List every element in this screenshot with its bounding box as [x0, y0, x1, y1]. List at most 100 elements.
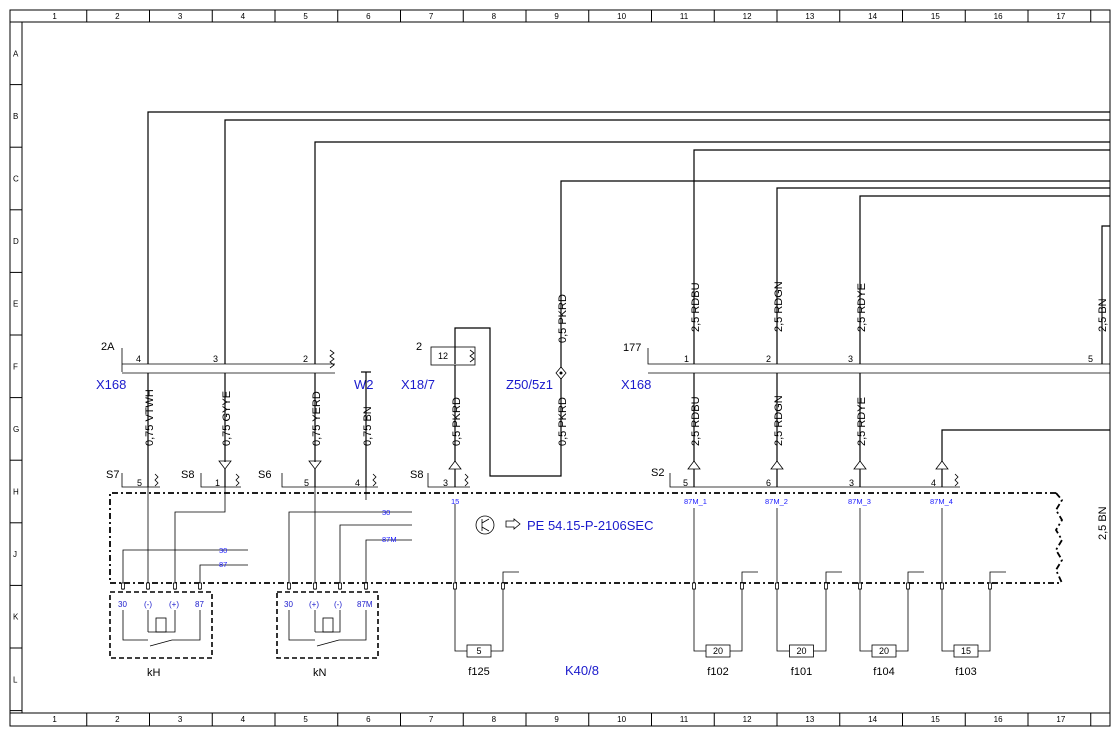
wire-label-rdbu-e: 2,5 RDBU	[690, 282, 702, 332]
kn-switch-icon	[316, 639, 340, 647]
connector-x168-left: 2A 4 3 2 X168	[96, 341, 335, 392]
diagram-frame	[9, 9, 1111, 727]
column-label-top: 9	[554, 12, 559, 21]
kn-pin-plus: (+)	[309, 600, 319, 609]
column-label-top: 7	[429, 12, 434, 21]
relay-kn: 30 (+) (-) 87M kN	[276, 591, 379, 679]
row-label: K	[13, 613, 19, 622]
wire-label-rdye-e: 2,5 RDYE	[856, 283, 868, 332]
kh-pin-87: 87	[195, 600, 204, 609]
column-label-bottom: 4	[241, 715, 246, 724]
kh-switch-icon	[149, 639, 173, 647]
wire-label-bn-e: 2,5 BN	[1097, 298, 1109, 332]
module-code: K40/8	[565, 663, 599, 678]
module-k40-8: 30 87 30 87M PE 54.15-P-2106SEC K40/8	[109, 487, 1064, 678]
column-label-top: 13	[805, 12, 814, 21]
connector-x18-7: 2 12 X18/7	[401, 327, 562, 477]
column-label-top: 4	[241, 12, 246, 21]
column-label-top: 11	[680, 12, 689, 21]
fuse-code: f101	[791, 666, 812, 678]
x168-pin-group: 2A	[101, 341, 115, 353]
fuse-box	[705, 644, 731, 658]
column-label-bottom: 6	[366, 715, 371, 724]
row-label: F	[13, 362, 18, 371]
column-label-top: 2	[115, 12, 120, 21]
column-label-top: 3	[178, 12, 183, 21]
module-pin-ticks	[121, 582, 992, 590]
fuse-box	[871, 644, 897, 658]
column-label-bottom: 8	[492, 715, 497, 724]
column-label-top: 6	[366, 12, 371, 21]
column-label-bottom: 1	[52, 715, 57, 724]
fuse-f125: 5 f125	[454, 589, 504, 678]
column-label-bottom: 11	[680, 715, 689, 724]
top-bus-wires	[147, 111, 1110, 462]
column-label-bottom: 3	[178, 715, 183, 724]
row-label: G	[13, 425, 19, 434]
fuse-code: f125	[468, 666, 489, 678]
relay-kh-label: kH	[147, 667, 161, 679]
fuse-rating: 15	[961, 646, 971, 656]
module-reference[interactable]: PE 54.15-P-2106SEC	[527, 518, 653, 533]
kh-pin-minus: (-)	[144, 600, 152, 609]
socket-s2: S2	[651, 467, 664, 479]
row-label: J	[13, 550, 17, 559]
socket-s8a: S8	[181, 469, 194, 481]
label-87-kh: 87	[219, 560, 227, 569]
column-grid: 1122334455667788991010111112121313141415…	[52, 10, 1092, 726]
wire-label-pkrd-g: 0,5 PKRD	[451, 397, 463, 446]
fuse-box	[953, 644, 979, 658]
row-label: C	[13, 175, 19, 184]
column-label-bottom: 12	[743, 715, 752, 724]
wire-label-bn-h: 2,5 BN	[1097, 506, 1109, 540]
column-label-top: 14	[868, 12, 877, 21]
column-label-bottom: 15	[931, 715, 940, 724]
wire-label-rdgn-e: 2,5 RDGN	[773, 281, 785, 332]
row-label: L	[13, 675, 18, 684]
x18-pin-group: 2	[416, 341, 422, 353]
column-label-bottom: 16	[994, 715, 1003, 724]
socket-s6: S6	[258, 469, 271, 481]
s8b-pin: 3	[443, 478, 448, 488]
kh-pin-30: 30	[118, 600, 127, 609]
column-label-top: 17	[1056, 12, 1065, 21]
s2-pin-6: 6	[766, 478, 771, 488]
x168-right-code: X168	[621, 377, 651, 392]
kh-coil-icon	[155, 617, 167, 633]
fuse-code: f103	[955, 666, 976, 678]
column-label-top: 1	[52, 12, 57, 21]
column-label-bottom: 10	[617, 715, 626, 724]
fuse-box	[789, 644, 814, 658]
label-30-kh: 30	[219, 546, 227, 555]
wire-label-vtwh: 0,75 VTWH	[144, 389, 156, 446]
fuse-rating: 5	[476, 646, 481, 656]
left-drop-wires	[147, 371, 371, 487]
s2-terminal-2: 87M_2	[765, 497, 788, 506]
fuse-code: f102	[707, 666, 728, 678]
s6-pin-5: 5	[304, 478, 309, 488]
kh-pin-plus: (+)	[169, 600, 179, 609]
s2-pin-5: 5	[683, 478, 688, 488]
fuse-rating: 20	[713, 646, 723, 656]
x168r-pin-group: 177	[623, 342, 641, 354]
w2-code: W2	[354, 377, 374, 392]
row-label: H	[13, 488, 19, 497]
relay-kn-label: kN	[313, 667, 327, 679]
s6-pin-4: 4	[355, 478, 360, 488]
wire-label-yerd: 0,75 YERD	[311, 391, 323, 446]
column-label-top: 15	[931, 12, 940, 21]
wire-label-rdye-g: 2,5 RDYE	[856, 397, 868, 446]
fuse-f103: 15 f103	[941, 589, 991, 678]
x168r-pin-5: 5	[1088, 354, 1093, 364]
fuse-code: f104	[873, 666, 894, 678]
wire-label-rdgn-g: 2,5 RDGN	[773, 395, 785, 446]
s2-terminal-4: 87M_4	[930, 497, 953, 506]
column-label-top: 12	[743, 12, 752, 21]
connector-x168-right: 177 1 2 3 5 X168	[621, 342, 1110, 462]
column-label-bottom: 14	[868, 715, 877, 724]
x168-pin-2: 2	[303, 354, 308, 364]
column-label-bottom: 7	[429, 715, 434, 724]
